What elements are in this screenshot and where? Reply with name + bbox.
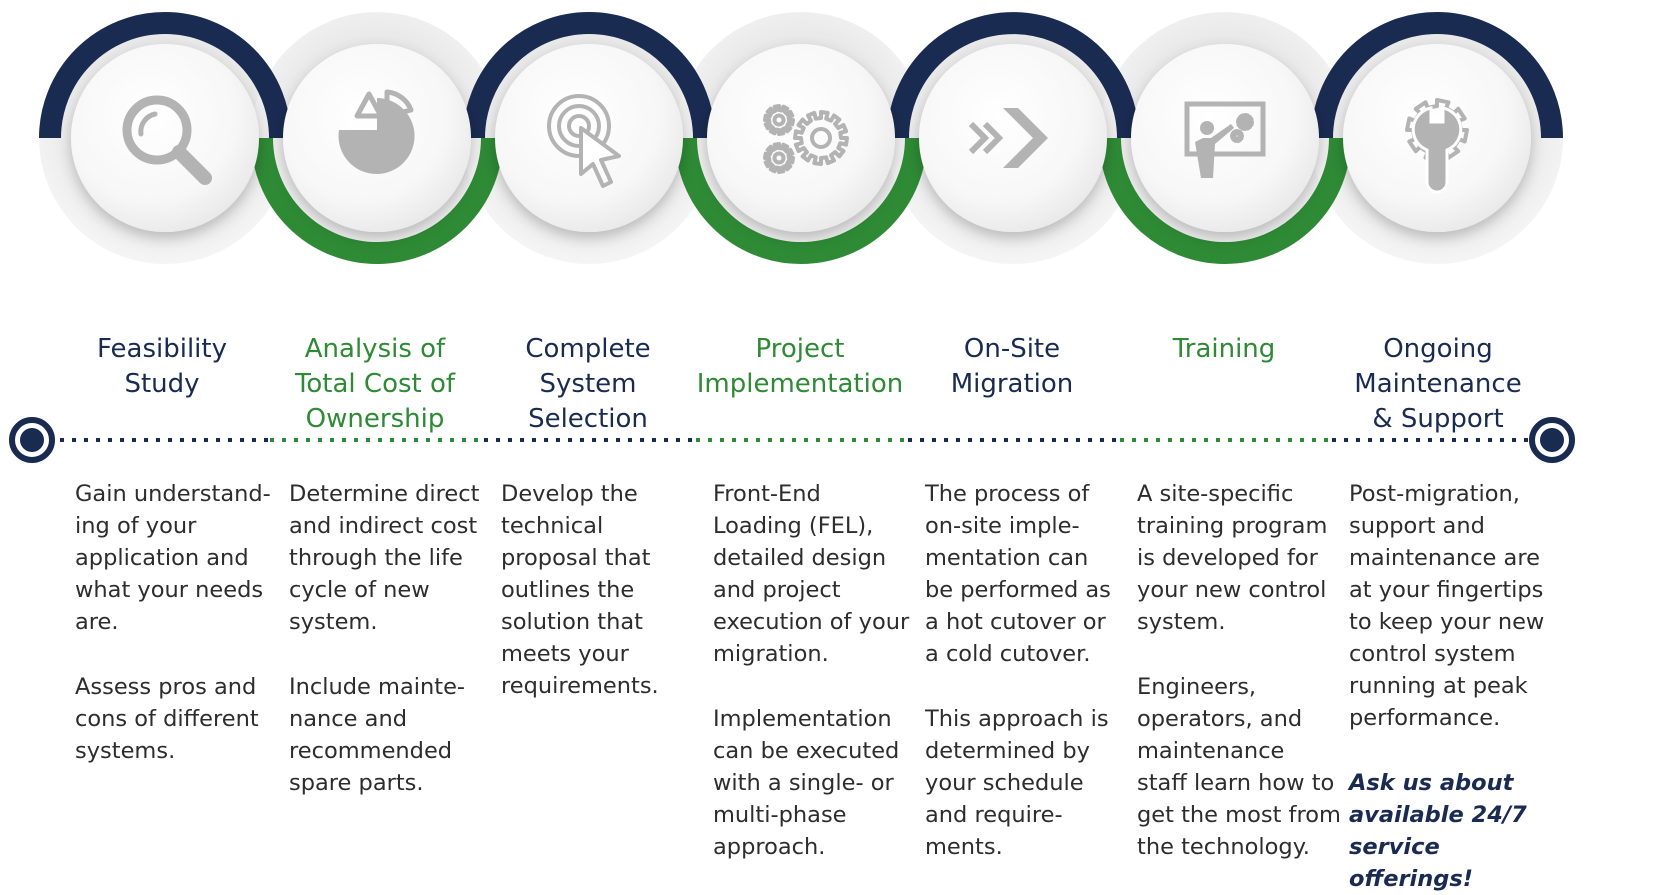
step-description: Post-migration, support and maintenance … (1349, 478, 1559, 895)
magnifier-icon (122, 95, 212, 185)
description-paragraph: Determine direct and indirect cost throu… (289, 481, 480, 635)
description-paragraph: Assess pros and cons of different system… (75, 674, 259, 764)
icon-disc (919, 44, 1107, 232)
step-title: Ongoing Maintenance & Support (1354, 334, 1522, 434)
icon-disc (1131, 44, 1319, 232)
timeline (9, 417, 1575, 463)
marker-core (20, 428, 44, 452)
step-title: Project Implementation (696, 334, 904, 399)
description-paragraph: Include mainte- nance and recommended sp… (289, 674, 466, 796)
forward-arrows-icon (968, 108, 1048, 168)
service-callout: Ask us about available 24/7 service offe… (1349, 770, 1527, 892)
green-arc (1099, 137, 1351, 264)
icon-disc (71, 44, 259, 232)
green-arc (251, 137, 503, 264)
pie-chart-icon (338, 89, 415, 174)
description-paragraph: Gain understand- ing of your application… (75, 481, 271, 635)
step-description: Front-End Loading (FEL), detailed design… (713, 478, 923, 863)
step-description: A site-specific training program is deve… (1137, 478, 1347, 863)
step-description: The process of on-site imple- mentation … (925, 478, 1135, 863)
step-title: Complete System Selection (525, 334, 651, 434)
navy-arc (887, 12, 1139, 139)
click-target-icon (547, 94, 621, 188)
navy-arc (463, 12, 715, 139)
description-paragraph: Engineers, operators, and maintenance st… (1137, 674, 1341, 860)
description-paragraph: Develop the technical proposal that outl… (501, 481, 659, 699)
wrench-gear-icon (1405, 98, 1469, 194)
description-paragraph: Implementation can be executed with a si… (713, 706, 900, 860)
step-description: Develop the technical proposal that outl… (501, 478, 711, 702)
step-description: Gain understand- ing of your application… (75, 478, 285, 767)
description-paragraph: This approach is determined by your sche… (925, 706, 1109, 860)
navy-arc (1311, 12, 1563, 139)
step-title: Feasibility Study (97, 334, 227, 399)
description-paragraph: A site-specific training program is deve… (1137, 481, 1328, 635)
description-paragraph: Post-migration, support and maintenance … (1349, 481, 1545, 731)
description-paragraph: Front-End Loading (FEL), detailed design… (713, 481, 910, 667)
green-arc (675, 137, 927, 264)
step-title: Analysis of Total Cost of Ownership (294, 334, 456, 434)
marker-core (1540, 428, 1564, 452)
step-title: Training (1172, 334, 1276, 364)
description-paragraph: The process of on-site imple- mentation … (925, 481, 1111, 667)
step-description: Determine direct and indirect cost throu… (289, 478, 499, 799)
navy-arc (39, 12, 291, 139)
icon-discs (71, 44, 1531, 232)
presentation-board-icon (1184, 101, 1266, 178)
gears-icon (763, 104, 849, 174)
step-title: On-Site Migration (950, 334, 1074, 399)
